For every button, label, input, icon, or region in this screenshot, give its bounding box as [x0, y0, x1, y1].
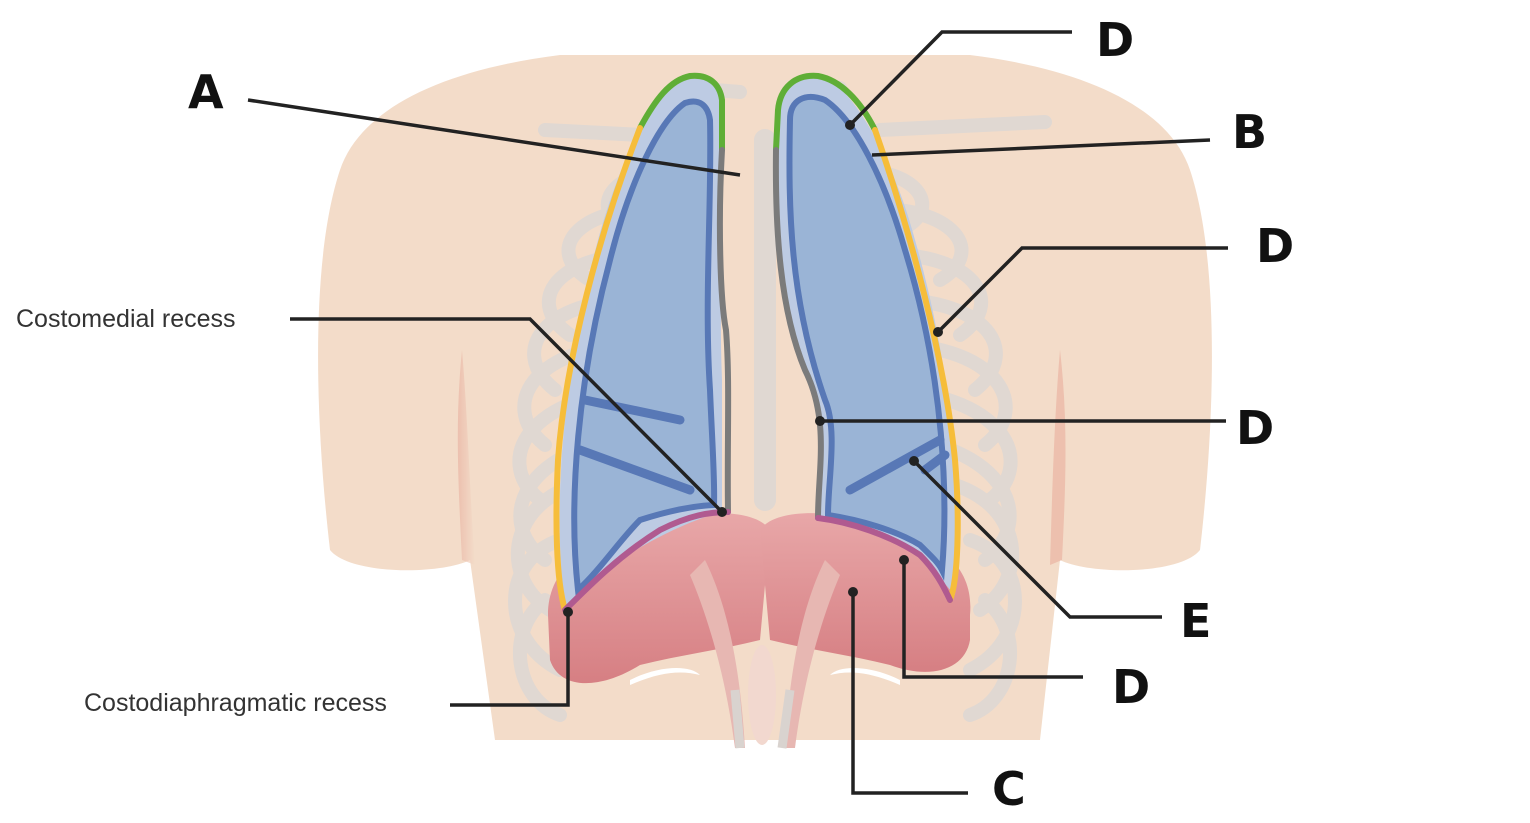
left-mediastinal-pleura	[716, 147, 732, 515]
dot-d-top	[845, 120, 855, 130]
right-crus-tendon	[777, 689, 795, 749]
label-e: E	[1180, 594, 1211, 648]
dot-c	[848, 587, 858, 597]
left-diaphragmatic-pleura	[562, 509, 731, 613]
dot-costomedial	[717, 507, 727, 517]
left-crus-tendon	[730, 689, 745, 749]
label-costomedial-recess: Costomedial recess	[16, 305, 236, 333]
label-a: A	[188, 65, 224, 119]
right-arm-shadow	[1050, 350, 1066, 565]
left-arm-shadow	[457, 350, 475, 565]
right-rib-8	[923, 473, 1020, 617]
central-tendon-right	[830, 668, 900, 685]
right-mediastinal-pleura	[772, 147, 824, 521]
dot-d-costal	[933, 327, 943, 337]
leader-d-top	[848, 30, 1072, 127]
right-rib-9	[963, 533, 1022, 677]
left-rib-9	[508, 533, 567, 677]
label-c: C	[992, 762, 1026, 816]
right-rib-10	[963, 593, 1017, 722]
leader-b	[871, 138, 1211, 157]
leader-e	[912, 459, 1162, 619]
label-b: B	[1232, 105, 1267, 159]
left-pleural-cavity	[553, 72, 732, 613]
right-pleural-cavity	[772, 72, 961, 603]
right-cervical-pleura	[773, 72, 878, 153]
diaphragm	[548, 513, 971, 749]
left-crus	[690, 560, 745, 748]
left-fissure-1	[580, 395, 685, 425]
label-d-costal: D	[1256, 219, 1294, 273]
text-labels: A D B D D E D C Costomedial recess Costo…	[16, 13, 1294, 816]
right-fissure-2	[920, 450, 950, 475]
label-d-top: D	[1096, 13, 1134, 67]
leader-c	[851, 592, 968, 795]
left-rib-10	[513, 593, 567, 722]
left-cervical-pleura	[637, 72, 725, 153]
leader-lines	[247, 30, 1228, 795]
right-lung	[786, 93, 948, 581]
dot-d-mediastinal	[815, 416, 825, 426]
leader-costomedial	[290, 317, 724, 514]
label-d-diaphragmatic: D	[1112, 660, 1150, 714]
left-fissure-2	[575, 445, 695, 495]
leader-d-diaphragmatic	[902, 560, 1083, 679]
right-clavicle	[873, 115, 1052, 137]
dot-d-diaphragmatic	[899, 555, 909, 565]
leader-d-costal	[936, 246, 1228, 334]
dot-costodiaphragmatic	[563, 607, 573, 617]
dot-e	[909, 456, 919, 466]
leader-a	[247, 98, 741, 177]
right-diaphragmatic-pleura	[815, 515, 953, 603]
label-d-mediastinal: D	[1236, 401, 1274, 455]
aortic-hiatus	[748, 645, 776, 745]
leader-costodiaphragmatic	[450, 612, 570, 707]
right-costal-pleura	[872, 127, 961, 603]
right-crus	[785, 560, 840, 748]
label-costodiaphragmatic-recess: Costodiaphragmatic recess	[84, 689, 387, 717]
central-tendon-left	[630, 668, 700, 685]
right-fissure-1	[845, 435, 945, 495]
left-costal-pleura	[553, 125, 643, 613]
